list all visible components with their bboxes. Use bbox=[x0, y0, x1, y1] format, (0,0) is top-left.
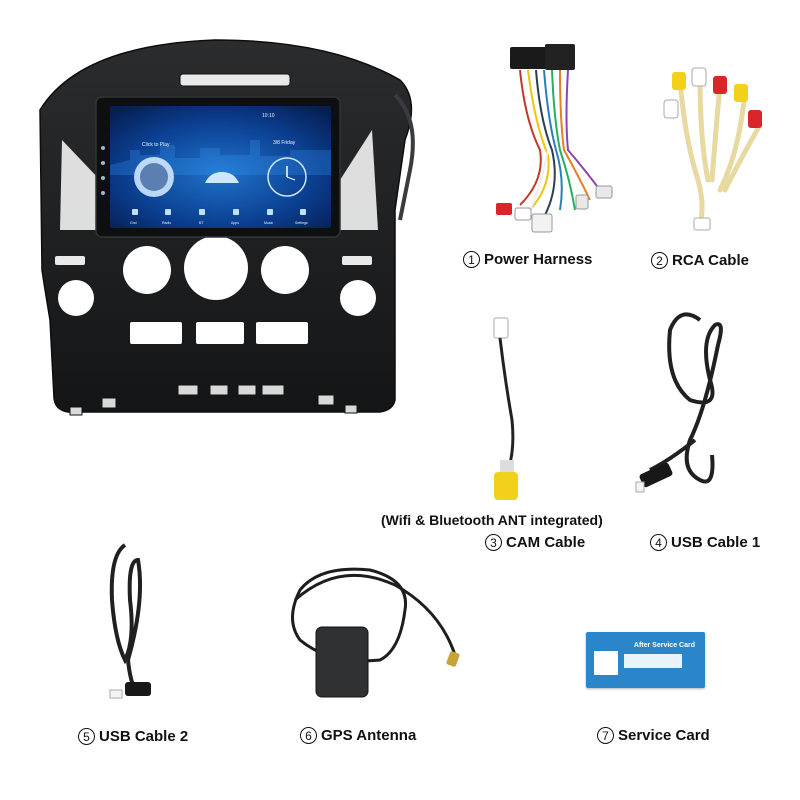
item-label-text: USB Cable 1 bbox=[671, 534, 761, 551]
item-number-badge: 4 bbox=[650, 534, 667, 551]
item-label-text: GPS Antenna bbox=[321, 727, 417, 744]
screen-clock-text: 10:10 bbox=[262, 113, 275, 119]
dock-label: BT bbox=[199, 221, 204, 225]
cam-note: (Wifi & Bluetooth ANT integrated) bbox=[381, 512, 603, 528]
item-label-gps-antenna: 6 GPS Antenna bbox=[300, 727, 416, 744]
service-card-title: After Service Card bbox=[633, 642, 695, 649]
item-label-text: Service Card bbox=[618, 727, 710, 744]
item-label-usb-cable-1: 4 USB Cable 1 bbox=[650, 534, 760, 551]
dock-label: Gnd bbox=[130, 221, 137, 225]
item-label-rca-cable: 2 RCA Cable bbox=[651, 252, 749, 269]
item-number-badge: 7 bbox=[597, 727, 614, 744]
screen-date-text: 3/8 Friday bbox=[273, 140, 296, 146]
item-label-power-harness: 1 Power Harness bbox=[463, 251, 592, 268]
screen-player-text: Click to Play bbox=[142, 142, 170, 148]
dock-label: Radio bbox=[162, 221, 171, 225]
item-number-badge: 5 bbox=[78, 728, 95, 745]
card-text-block bbox=[624, 654, 682, 668]
item-label-text: Power Harness bbox=[484, 251, 593, 268]
item-number-badge: 3 bbox=[485, 534, 502, 551]
service-card-image: After Service Card bbox=[586, 632, 705, 688]
qr-code-icon bbox=[594, 651, 618, 675]
dock-label: Apps bbox=[231, 221, 239, 225]
item-number-badge: 6 bbox=[300, 727, 317, 744]
item-label-text: RCA Cable bbox=[672, 252, 749, 269]
item-label-text: USB Cable 2 bbox=[99, 728, 189, 745]
item-label-cam-cable: 3 CAM Cable bbox=[485, 534, 585, 551]
dock-label: Settings bbox=[295, 221, 308, 225]
item-number-badge: 2 bbox=[651, 252, 668, 269]
dock-label: Music bbox=[264, 221, 273, 225]
item-number-badge: 1 bbox=[463, 251, 480, 268]
item-label-usb-cable-2: 5 USB Cable 2 bbox=[78, 728, 188, 745]
item-label-text: CAM Cable bbox=[506, 534, 586, 551]
item-label-service-card: 7 Service Card bbox=[597, 727, 710, 744]
